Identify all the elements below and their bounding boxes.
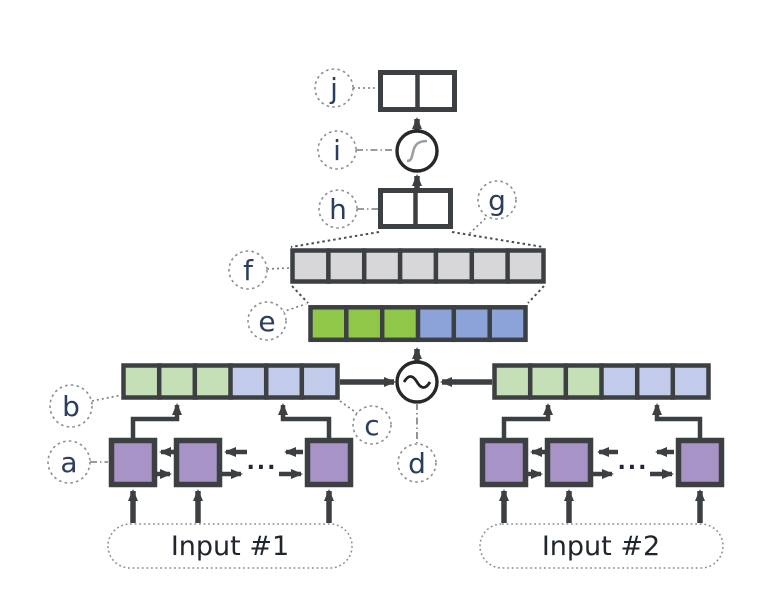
ellipsis: ... <box>617 450 648 475</box>
input1-pill: Input #1 <box>107 489 353 569</box>
vector-cell <box>527 363 569 400</box>
label-j-circle: j <box>314 68 354 108</box>
vector-cell <box>492 363 533 400</box>
concat-vector <box>308 305 528 343</box>
vector-cell <box>308 305 349 343</box>
vector-cell <box>415 305 457 343</box>
label-f-circle: f <box>228 250 268 290</box>
state-vector-left <box>121 363 340 400</box>
rnn-cell <box>479 437 529 488</box>
vector-cell <box>192 363 234 400</box>
input2-label: Input #2 <box>542 531 660 562</box>
rnn-cell <box>173 437 223 488</box>
vector-cell <box>451 305 493 343</box>
projection-lines <box>290 231 545 304</box>
input2-pill: Input #2 <box>479 489 724 569</box>
label-j: j <box>329 72 338 105</box>
rnn-cell <box>675 437 725 488</box>
vector-cell <box>469 248 511 284</box>
vector-cell <box>121 363 162 400</box>
label-connectors <box>90 87 490 463</box>
vector-cell <box>326 248 367 284</box>
rnn-cell <box>544 437 594 488</box>
sine-wave-icon <box>402 375 432 389</box>
label-b: b <box>62 390 80 423</box>
vector-cell <box>563 363 605 400</box>
vector-cell <box>599 363 640 400</box>
rnn-row-right: ... <box>479 437 725 488</box>
state-arrows <box>130 403 703 440</box>
vector-cell <box>487 305 528 343</box>
vector-cell <box>263 363 305 400</box>
vector-cell <box>344 305 385 343</box>
input1-label: Input #1 <box>171 531 289 562</box>
dense-vector <box>290 248 546 284</box>
label-c: c <box>364 409 379 442</box>
vector-cell <box>433 248 475 284</box>
label-h-circle: h <box>318 189 358 229</box>
vector-cell <box>228 363 269 400</box>
label-i-circle: i <box>317 130 357 170</box>
hidden-box <box>378 188 453 229</box>
label-g-circle: g <box>477 180 517 220</box>
label-f: f <box>243 254 254 287</box>
vector-cell <box>397 248 439 284</box>
label-i: i <box>333 134 341 167</box>
similarity-node <box>340 347 492 404</box>
vector-cell <box>361 248 403 284</box>
rnn-cell <box>108 437 158 488</box>
sigmoid-curve-icon <box>406 139 428 163</box>
vector-cell <box>290 248 331 284</box>
vector-cell <box>156 363 198 400</box>
label-e-circle: e <box>247 301 287 341</box>
label-c-circle: c <box>352 405 392 445</box>
vector-cell <box>379 305 421 343</box>
vector-cell <box>670 363 711 400</box>
label-d-circle: d <box>397 443 437 483</box>
output-box <box>378 70 457 112</box>
vector-cell <box>634 363 676 400</box>
rnn-row-left: ... <box>108 437 354 488</box>
label-d: d <box>408 447 426 480</box>
label-e: e <box>258 305 275 338</box>
state-vector-right <box>492 363 711 400</box>
vector-cell <box>299 363 340 400</box>
label-a: a <box>60 446 77 479</box>
rnn-cell <box>304 437 354 488</box>
label-a-circle: a <box>47 440 91 484</box>
label-h: h <box>329 193 347 226</box>
ellipsis: ... <box>246 450 277 475</box>
vector-cell <box>505 248 546 284</box>
sigmoid-node <box>395 117 439 188</box>
label-g: g <box>488 184 506 217</box>
label-b-circle: b <box>49 384 93 428</box>
